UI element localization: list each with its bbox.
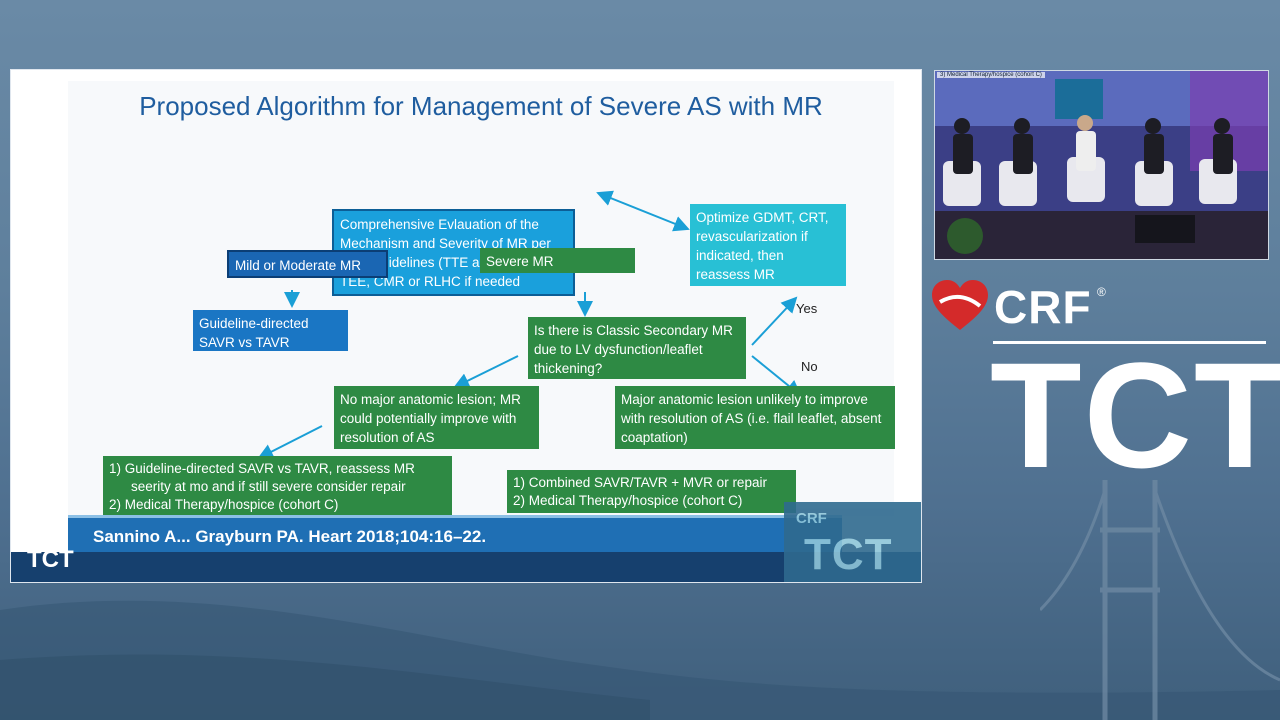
tct-watermark: CRF TCT — [784, 502, 921, 582]
left-outcome-item-1-cont: seerity at mo and if still severe consid… — [131, 479, 406, 494]
left-outcome-item-2: 2) Medical Therapy/hospice (cohort C) — [109, 497, 339, 512]
watermark-tct: TCT — [804, 530, 893, 579]
crf-heart-icon — [932, 280, 988, 330]
brand-tct-text: TCT — [990, 331, 1280, 499]
mild-moderate-box: Mild or Moderate MR — [227, 250, 388, 278]
video-caption: 3) Medical Therapy/hospice (cohort C) — [937, 72, 1045, 78]
corner-tct-text: TCT — [27, 546, 74, 573]
corner-crf-text: CRF — [27, 537, 48, 548]
brand-crf-text: CRF — [994, 281, 1092, 333]
right-outcome-box: 1) Combined SAVR/TAVR + MVR or repair 2)… — [507, 470, 796, 513]
slide-bottom-strip — [11, 552, 921, 582]
optimize-gdmt-box: Optimize GDMT, CRT, revascularization if… — [690, 204, 846, 286]
guideline-savr-box: Guideline-directed SAVR vs TAVR — [193, 310, 348, 351]
flowchart-arrows — [257, 190, 802, 459]
panel-discussion-video — [935, 71, 1268, 259]
slide-title: Proposed Algorithm for Management of Sev… — [139, 91, 823, 121]
slide-content: Proposed Algorithm for Management of Sev… — [68, 81, 895, 516]
no-major-lesion-box: No major anatomic lesion; MR could poten… — [334, 386, 539, 449]
citation-text: Sannino A... Grayburn PA. Heart 2018;104… — [93, 527, 487, 546]
severe-mr-box: Severe MR — [480, 248, 635, 273]
left-outcome-box: 1) Guideline-directed SAVR vs TAVR, reas… — [103, 456, 452, 515]
no-label: No — [801, 359, 818, 374]
golden-gate-bridge-silhouette — [1040, 480, 1280, 720]
citation-bar — [68, 515, 842, 552]
major-lesion-box: Major anatomic lesion unlikely to improv… — [615, 386, 895, 449]
left-outcome-item-1: 1) Guideline-directed SAVR vs TAVR, reas… — [109, 461, 415, 476]
watermark-crf: CRF — [796, 510, 827, 527]
brand-registered-mark: ® — [1097, 285, 1106, 299]
panel-video-feed: 3) Medical Therapy/hospice (cohort C) — [934, 70, 1269, 260]
right-outcome-item-2: 2) Medical Therapy/hospice (cohort C) — [513, 493, 743, 508]
yes-label: Yes — [796, 301, 818, 316]
presentation-slide: Proposed Algorithm for Management of Sev… — [10, 69, 922, 583]
corner-tct-logo: CRF TCT — [27, 537, 74, 572]
right-outcome-item-1: 1) Combined SAVR/TAVR + MVR or repair — [513, 475, 767, 490]
secondary-mr-question-box: Is there is Classic Secondary MR due to … — [528, 317, 746, 379]
brand-divider — [993, 341, 1266, 344]
